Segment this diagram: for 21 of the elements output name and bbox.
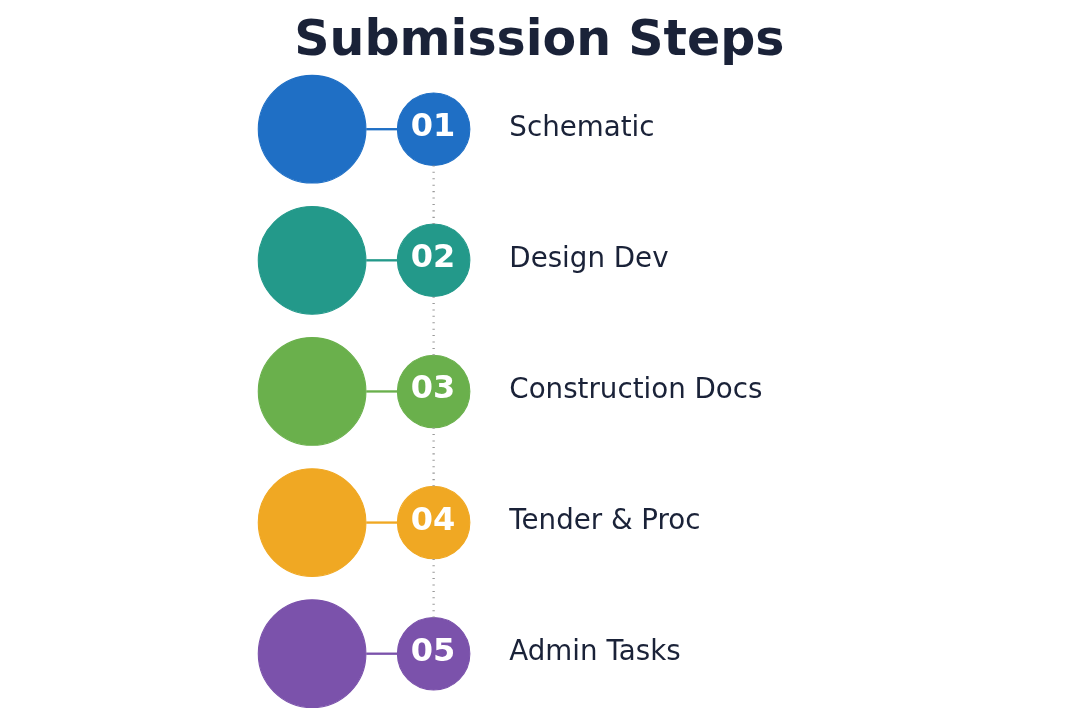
node-circle bbox=[257, 468, 366, 577]
connector bbox=[365, 652, 397, 655]
node-label: Schematic bbox=[508, 109, 654, 143]
connector bbox=[365, 521, 397, 524]
node-circle bbox=[257, 337, 366, 446]
connector bbox=[365, 259, 397, 262]
node-label: Tender & Proc bbox=[508, 503, 701, 537]
node-circle bbox=[257, 599, 366, 709]
diagram-title: Submission Steps bbox=[293, 8, 784, 67]
node-circle bbox=[257, 74, 366, 184]
node-label: Design Dev bbox=[508, 241, 669, 275]
node-circle: 01 bbox=[396, 92, 470, 166]
node-circle bbox=[257, 205, 366, 315]
node-label: Admin Tasks bbox=[508, 634, 681, 668]
connector bbox=[365, 390, 397, 393]
connector bbox=[365, 128, 397, 131]
node-circle: 05 bbox=[396, 616, 470, 691]
node-circle: 03 bbox=[396, 354, 470, 429]
node-circle: 04 bbox=[396, 485, 470, 560]
node-label: Construction Docs bbox=[508, 372, 762, 406]
node-circle: 02 bbox=[396, 223, 470, 298]
